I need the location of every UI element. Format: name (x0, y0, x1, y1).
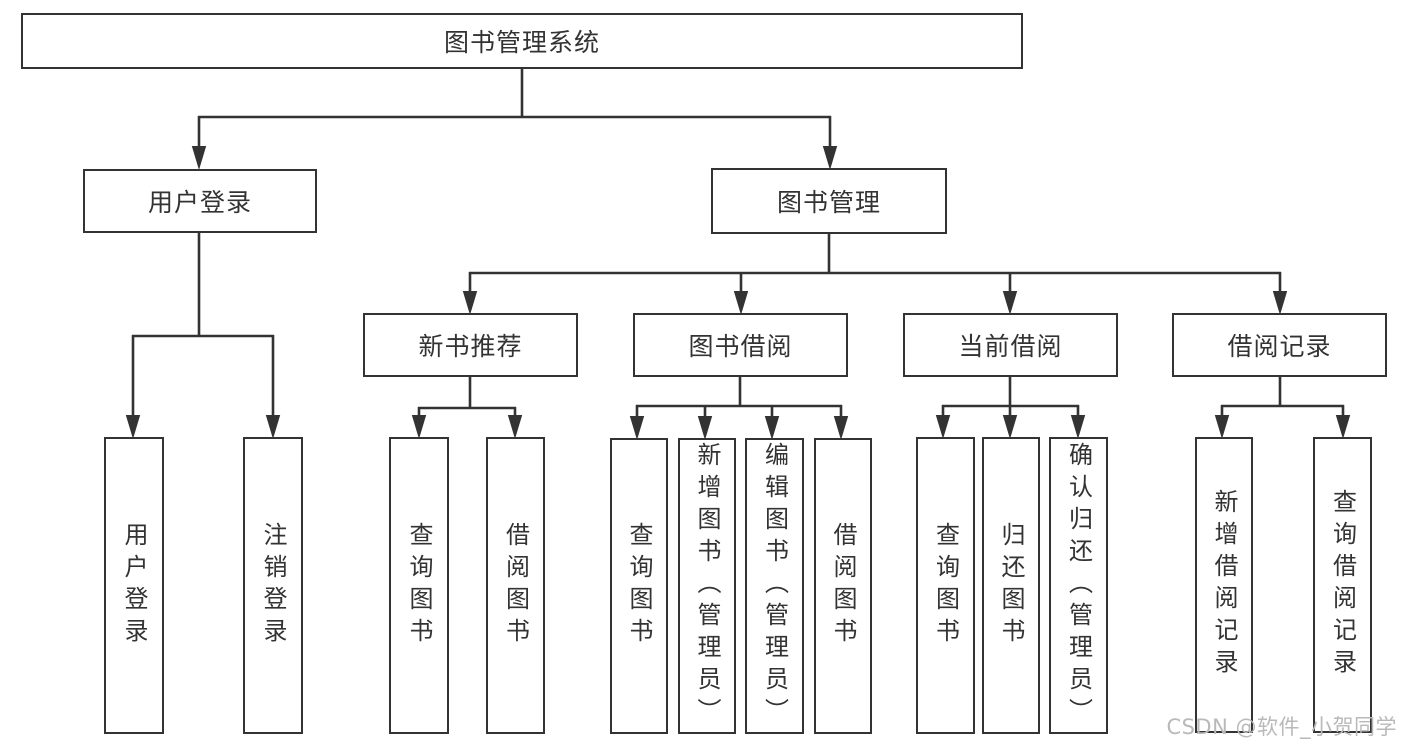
node-root: 图书管理系统 (21, 13, 1023, 69)
leaf-user-login-label: 用户登录 (120, 521, 148, 650)
leaf-bb-edit-book-admin: 编辑图书（管理员） (745, 438, 804, 734)
leaf-bb-edit-book-admin-label: 编辑图书（管理员） (760, 442, 789, 730)
leaf-br-query-record: 查询借阅记录 (1313, 437, 1372, 733)
leaf-bb-borrow-book-label: 借阅图书 (829, 522, 857, 650)
node-user-login: 用户登录 (83, 169, 317, 233)
node-book-management-label: 图书管理 (776, 188, 881, 217)
leaf-logout: 注销登录 (243, 437, 303, 734)
node-new-book-recommend-label: 新书推荐 (418, 332, 523, 361)
leaf-bb-add-book-admin: 新增图书（管理员） (678, 438, 736, 734)
node-new-book-recommend: 新书推荐 (363, 313, 578, 377)
leaf-user-login: 用户登录 (104, 437, 164, 734)
node-current-borrow-label: 当前借阅 (958, 332, 1063, 361)
leaf-nb-borrow-book: 借阅图书 (486, 437, 545, 734)
leaf-nb-query-book-label: 查询图书 (405, 521, 433, 650)
node-borrow-records-label: 借阅记录 (1227, 332, 1332, 361)
leaf-cb-query-book-label: 查询图书 (931, 521, 960, 650)
leaf-cb-confirm-return-admin: 确认归还（管理员） (1049, 437, 1108, 734)
leaf-cb-confirm-return-admin-label: 确认归还（管理员） (1064, 441, 1093, 730)
node-book-borrow-label: 图书借阅 (688, 332, 793, 361)
leaf-bb-borrow-book: 借阅图书 (814, 438, 872, 734)
leaf-br-add-record: 新增借阅记录 (1195, 437, 1253, 733)
csdn-watermark: CSDN @软件_小贺同学 (1166, 715, 1397, 739)
leaf-nb-query-book: 查询图书 (389, 437, 449, 734)
node-book-management: 图书管理 (711, 168, 947, 234)
node-book-borrow: 图书借阅 (633, 313, 848, 377)
leaf-cb-return-book-label: 归还图书 (997, 521, 1025, 650)
leaf-cb-return-book: 归还图书 (982, 437, 1040, 734)
leaf-br-query-record-label: 查询借阅记录 (1328, 489, 1357, 681)
node-current-borrow: 当前借阅 (903, 313, 1118, 377)
leaf-bb-query-book: 查询图书 (610, 438, 668, 734)
leaf-bb-query-book-label: 查询图书 (625, 522, 653, 650)
leaf-br-add-record-label: 新增借阅记录 (1210, 489, 1238, 681)
leaf-logout-label: 注销登录 (259, 521, 287, 650)
node-user-login-label: 用户登录 (147, 188, 252, 217)
leaf-cb-query-book: 查询图书 (916, 437, 975, 734)
node-borrow-records: 借阅记录 (1172, 313, 1387, 377)
leaf-nb-borrow-book-label: 借阅图书 (501, 521, 530, 650)
node-root-label: 图书管理系统 (443, 28, 600, 57)
leaf-bb-add-book-admin-label: 新增图书（管理员） (693, 442, 721, 730)
